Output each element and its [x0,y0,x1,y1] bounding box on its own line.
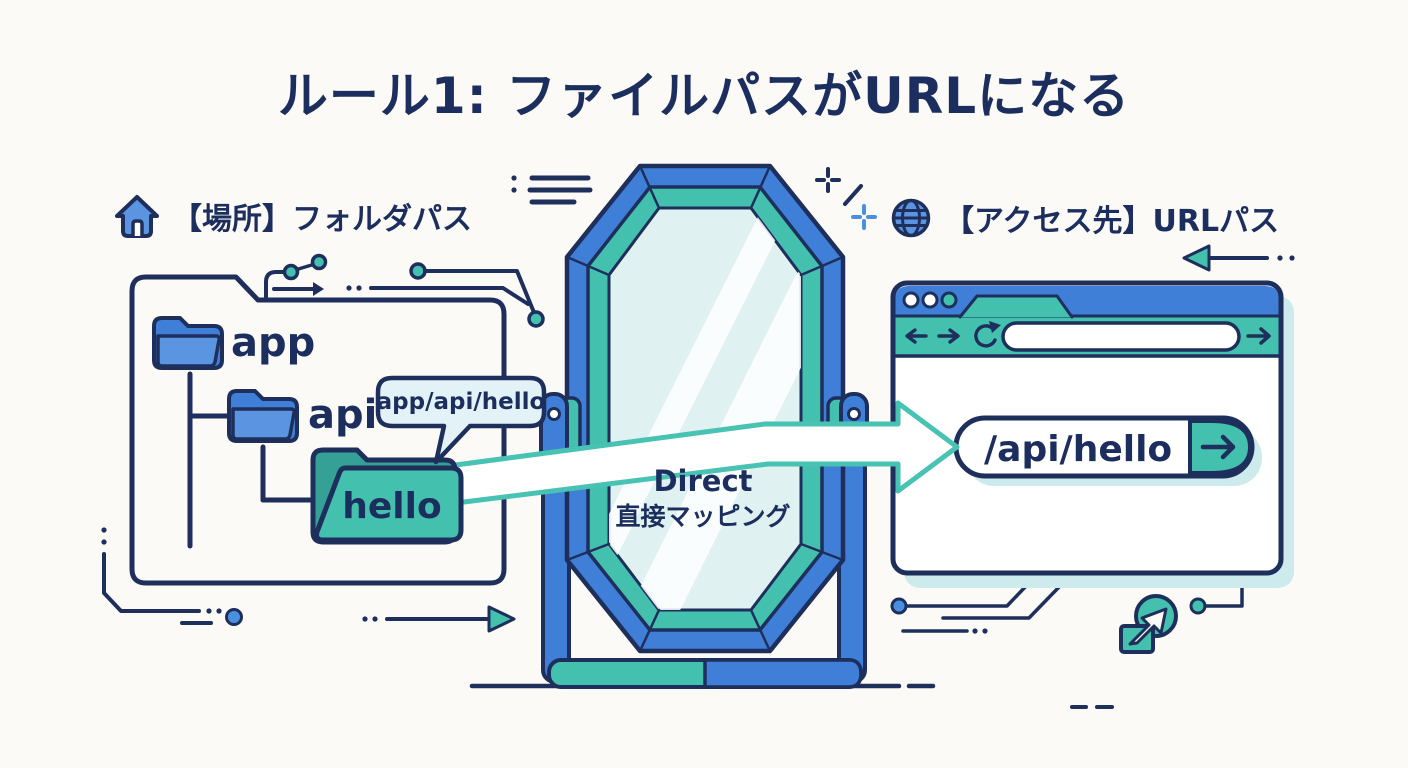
back-icon[interactable] [905,328,928,344]
mirror-stand [541,394,867,689]
mirror-frame [564,163,846,654]
list-lines-decor [511,175,593,205]
tree-connector-lines [187,371,313,549]
go-arrow-icon [1200,434,1236,460]
frame-facet-lines [565,164,845,653]
forward-icon[interactable] [937,328,960,344]
nav-go-icon[interactable] [1246,327,1271,345]
redo-icon [1119,594,1178,654]
url-value: /api/hello [984,429,1173,470]
circuit-bottom-right [890,575,1244,709]
mapping-caption-en: Direct [653,464,753,498]
folder-icon-api [227,389,299,443]
mirror-hinge-right [826,392,869,466]
url-section-heading: 【アクセス先】URLパス [890,196,1279,240]
mirror-glass [607,206,803,612]
left-arrow-decor [1182,244,1295,272]
folder-label-app: app [231,320,316,366]
browser-title-bar [895,286,1279,316]
window-control-dot[interactable] [921,291,939,309]
browser-nav-bar [895,316,1279,356]
mirror-hinge-left [539,392,582,466]
window-control-dot[interactable] [940,291,958,309]
folder-label-api: api [308,392,378,438]
go-button[interactable] [1188,419,1252,475]
home-icon [115,195,159,238]
mapping-caption-ja: 直接マッピング [615,502,791,531]
folder-section-heading: 【場所】フォルダパス [114,192,472,240]
page-title: ルール1: ファイルパスがURLになる [277,67,1131,125]
folder-label-hello: hello [342,486,442,527]
folder-icon-app [152,316,224,370]
path-bubble-label: app/api/hello [376,389,546,415]
reload-icon[interactable] [974,321,1001,348]
circuit-bottom-left [101,527,516,633]
url-section-label: 【アクセス先】URLパス [944,204,1280,239]
sparkle-decor [815,167,877,230]
folder-section-label: 【場所】フォルダパス [172,202,472,237]
circuit-top-left [264,253,545,328]
address-bar[interactable] [1001,321,1241,352]
window-control-dot[interactable] [902,291,920,309]
globe-icon [891,198,931,238]
glass-reflections [609,208,801,610]
browser-tab[interactable] [958,294,1074,319]
